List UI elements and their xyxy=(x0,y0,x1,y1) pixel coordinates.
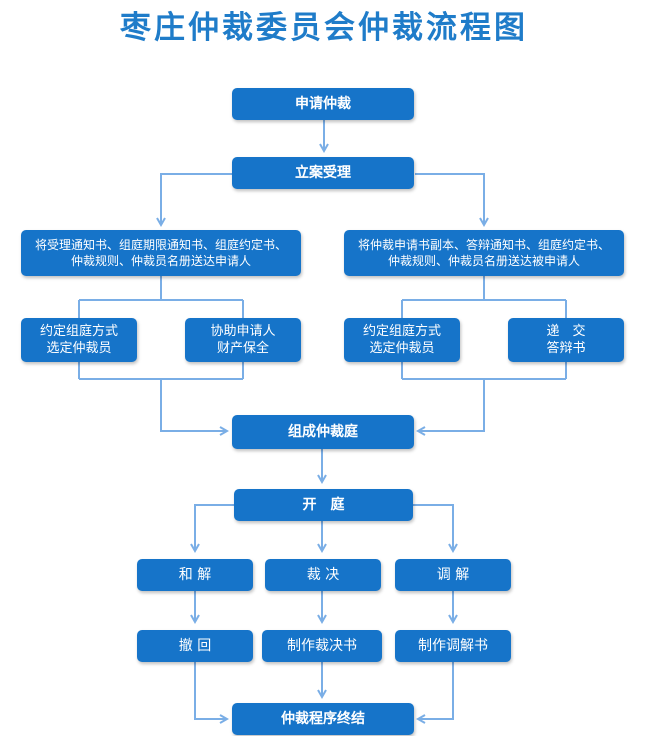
property-preservation-node: 协助申请人 财产保全 xyxy=(185,318,301,362)
form-tribunal-node: 组成仲裁庭 xyxy=(232,415,414,449)
arrow-hearing-mediation xyxy=(413,504,453,551)
make-mediation-node: 制作调解书 xyxy=(395,630,511,662)
page-title: 枣庄仲裁委员会仲裁流程图 xyxy=(120,10,528,46)
submit-defense-node: 递 交 答辩书 xyxy=(508,318,624,362)
withdraw-node: 撤 回 xyxy=(137,630,253,662)
arrow-hearing-settlement xyxy=(195,504,234,551)
agree-tribunal-right-node: 约定组庭方式 选定仲裁员 xyxy=(344,318,460,362)
notice-respondent-node: 将仲裁申请书副本、答辩通知书、组庭约定书、仲裁规则、仲裁员名册送达被申请人 xyxy=(344,230,624,276)
arbitration-end-node: 仲裁程序终结 xyxy=(232,703,414,735)
arrow-register-left xyxy=(161,173,232,225)
hearing-node: 开 庭 xyxy=(234,489,413,521)
case-registration-node: 立案受理 xyxy=(232,157,414,189)
arrow-withdraw-end xyxy=(194,662,227,719)
arrow-right-to-tribunal xyxy=(418,379,485,431)
award-node: 裁 决 xyxy=(265,559,381,591)
notice-applicant-node: 将受理通知书、组庭期限通知书、组庭约定书、仲裁规则、仲裁员名册送达申请人 xyxy=(21,230,301,276)
make-award-node: 制作裁决书 xyxy=(262,630,382,662)
agree-tribunal-left-node: 约定组庭方式 选定仲裁员 xyxy=(21,318,137,362)
mediation-node: 调 解 xyxy=(395,559,511,591)
arrow-make-mediation-end xyxy=(418,662,454,719)
settlement-node: 和 解 xyxy=(137,559,253,591)
arrow-left-to-tribunal xyxy=(160,379,227,431)
arrow-register-right xyxy=(415,173,484,225)
apply-arbitration-node: 申请仲裁 xyxy=(232,88,414,120)
